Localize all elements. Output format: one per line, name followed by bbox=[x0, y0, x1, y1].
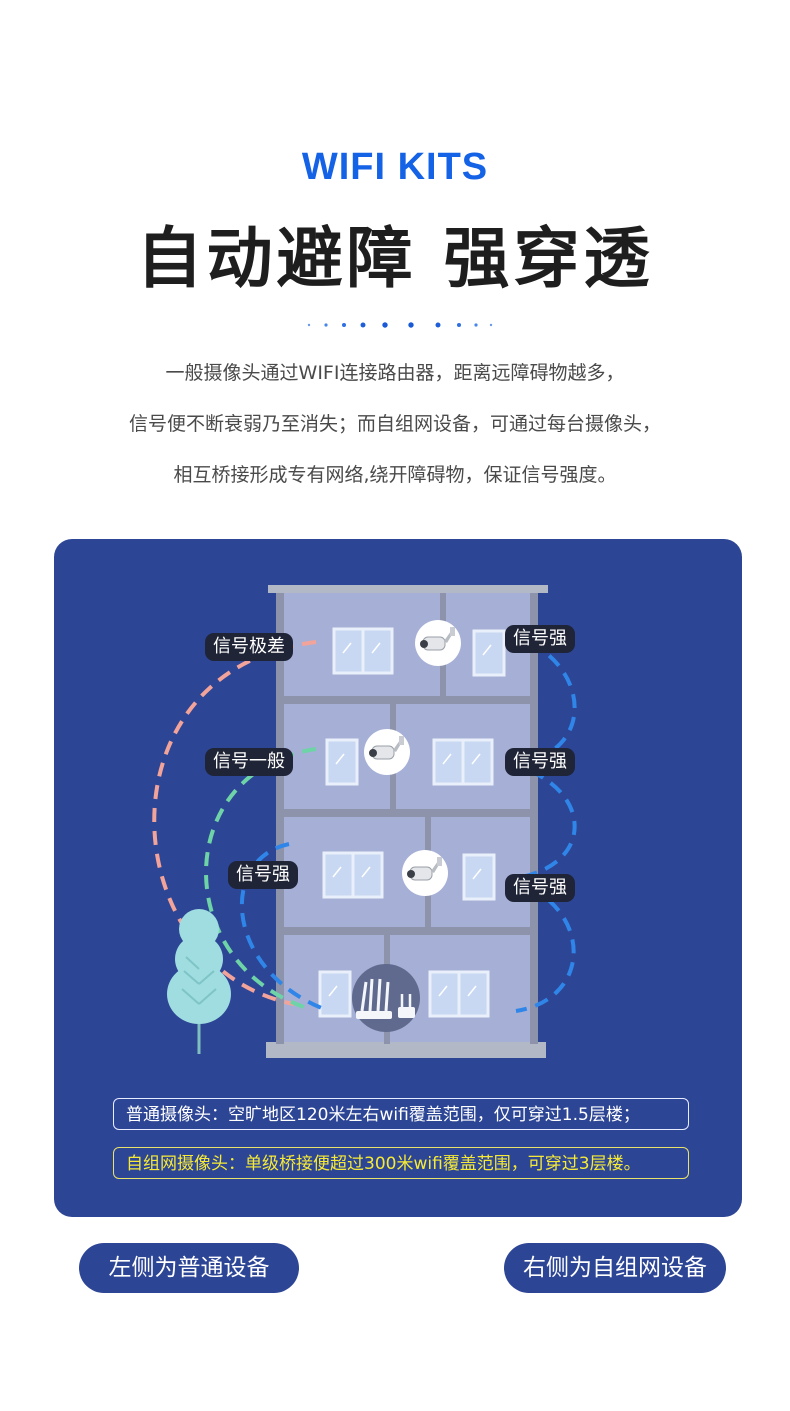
coverage-diagram bbox=[152, 585, 577, 1058]
description-line-2: 信号便不断衰弱乃至消失；而自组网设备，可通过每台摄像头， bbox=[128, 413, 661, 435]
note-mesh-camera: 自组网摄像头：单级桥接便超过300米wifi覆盖范围，可穿过3层楼。 bbox=[113, 1147, 689, 1179]
kicker-title: WIFI KITS bbox=[301, 146, 489, 188]
signal-label-very-poor: 信号极差 bbox=[205, 633, 293, 661]
signal-label-strong-right-3: 信号强 bbox=[505, 874, 575, 902]
headline: 自动避障 强穿透 bbox=[136, 219, 654, 297]
note-plain-camera: 普通摄像头：空旷地区120米左右wifi覆盖范围，仅可穿过1.5层楼； bbox=[113, 1098, 689, 1130]
dot-divider bbox=[307, 322, 493, 328]
right-device-button[interactable]: 右侧为自组网设备 bbox=[504, 1243, 726, 1293]
description-line-1: 一般摄像头通过WIFI连接路由器，距离远障碍物越多， bbox=[165, 362, 625, 384]
tree-icon bbox=[167, 909, 231, 1054]
signal-label-strong-right-1: 信号强 bbox=[505, 625, 575, 653]
left-device-button[interactable]: 左侧为普通设备 bbox=[79, 1243, 299, 1293]
router-icon bbox=[352, 964, 420, 1032]
description-line-3: 相互桥接形成专有网络,绕开障碍物，保证信号强度。 bbox=[173, 464, 617, 486]
signal-label-strong-left: 信号强 bbox=[228, 861, 298, 889]
signal-label-average: 信号一般 bbox=[205, 748, 293, 776]
signal-label-strong-right-2: 信号强 bbox=[505, 748, 575, 776]
